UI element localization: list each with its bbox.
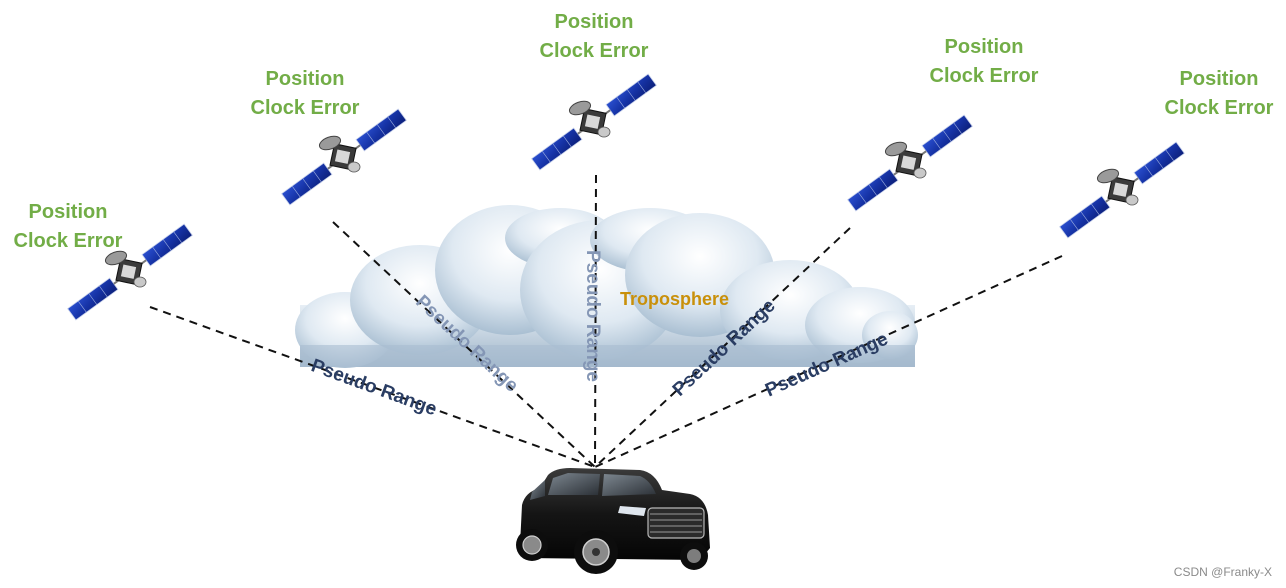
position-label: Position xyxy=(1179,68,1259,90)
position-label: Position xyxy=(944,36,1024,58)
satellite-icon xyxy=(1058,141,1186,239)
satellite-label: Position Clock Error xyxy=(534,8,654,66)
pseudo-range-line xyxy=(594,255,1063,468)
watermark: CSDN @Franky-X xyxy=(1173,565,1272,579)
pseudo-range-line xyxy=(594,227,851,468)
satellite-icon xyxy=(846,114,974,212)
clock-error-label: Clock Error xyxy=(13,230,123,252)
satellite-label: Position Clock Error xyxy=(245,65,365,123)
satellite-icon xyxy=(530,73,658,171)
pseudo-range-line xyxy=(332,221,596,468)
satellite-icon xyxy=(280,108,408,206)
pseudo-range-line xyxy=(594,174,597,468)
suv-car-icon xyxy=(516,468,710,574)
troposphere-label: Troposphere xyxy=(620,289,730,309)
position-label: Position xyxy=(265,68,345,90)
position-label: Position xyxy=(554,11,634,33)
satellite-label: Position Clock Error xyxy=(924,33,1044,91)
position-label: Position xyxy=(28,201,108,223)
cloud-icon xyxy=(295,205,918,368)
satellite-label: Position Clock Error xyxy=(1159,65,1279,123)
clock-error-label: Clock Error xyxy=(250,97,360,119)
satellite-label: Position Clock Error xyxy=(8,198,128,256)
pseudo-range-lines xyxy=(149,174,1063,468)
clock-error-label: Clock Error xyxy=(929,65,1039,87)
pseudo-range-label: Pseudo Range xyxy=(582,250,603,382)
pseudo-range-line xyxy=(149,306,596,468)
clock-error-label: Clock Error xyxy=(539,40,649,62)
clock-error-label: Clock Error xyxy=(1164,97,1274,119)
